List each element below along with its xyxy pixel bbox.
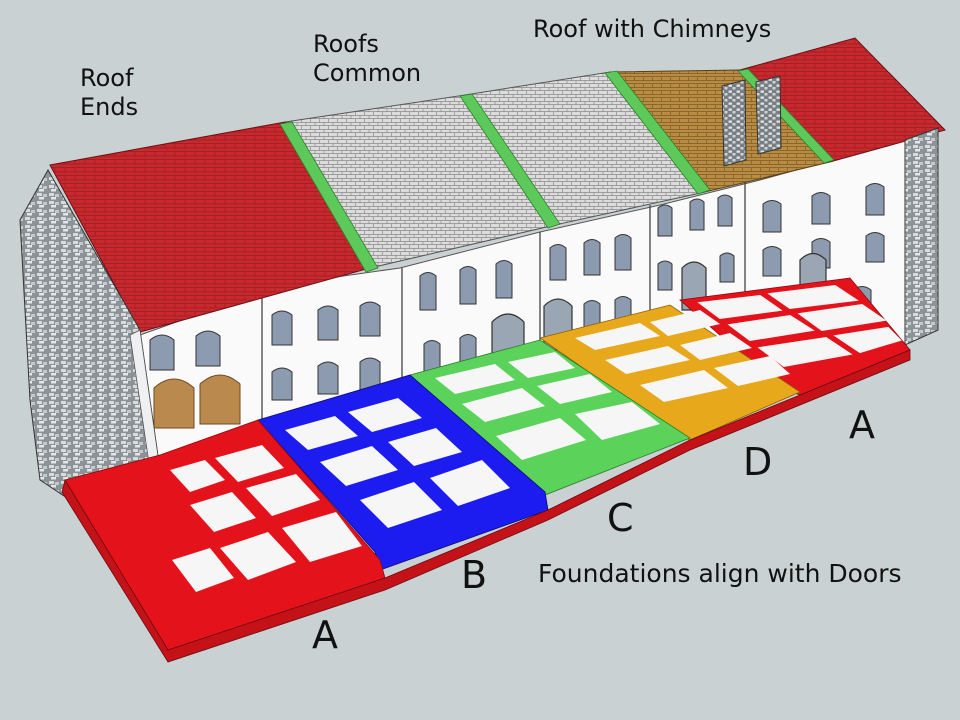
window-icon xyxy=(149,183,885,401)
label-foundations-note: Foundations align with Doors xyxy=(538,559,902,588)
label-section-c: C xyxy=(607,496,634,540)
label-section-a-back: A xyxy=(849,403,875,447)
label-roofs-common-line2: Common xyxy=(313,58,422,87)
label-roof-chimneys: Roof with Chimneys xyxy=(533,15,772,43)
label-roof-ends-line1: Roof xyxy=(80,64,134,92)
base-plate-front xyxy=(61,349,911,663)
label-roofs-common-line1: Roofs xyxy=(313,30,379,58)
label-section-a-front: A xyxy=(312,613,338,657)
right-end-wall xyxy=(904,127,939,346)
label-roof-ends-line2: Ends xyxy=(80,92,139,121)
chimney-icon xyxy=(721,75,782,167)
label-section-b: B xyxy=(461,553,488,597)
label-section-d: D xyxy=(743,440,773,484)
arch-panels xyxy=(153,374,241,429)
label-roofs-common: Roofs Common xyxy=(313,30,421,88)
label-roof-ends: Roof Ends xyxy=(80,64,138,122)
